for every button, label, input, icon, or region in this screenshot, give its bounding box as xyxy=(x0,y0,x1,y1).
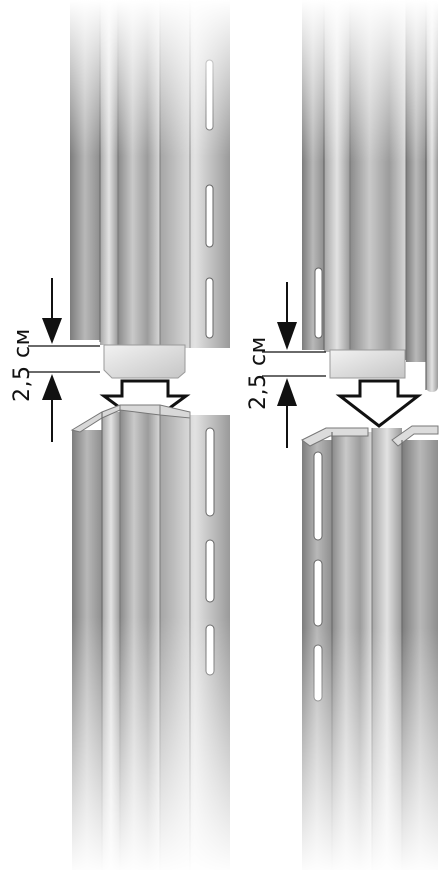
right-upper-profile xyxy=(300,0,440,392)
left-lower-profile xyxy=(70,404,232,875)
left-cap-piece xyxy=(103,344,186,379)
right-dimension-marker xyxy=(262,282,326,448)
right-gap-dimension-label: 2,5 см xyxy=(246,336,271,410)
left-upper-profile xyxy=(70,0,230,348)
right-insert-arrow xyxy=(335,379,423,428)
left-gap-dimension-label: 2,5 см xyxy=(10,328,35,402)
left-dimension-marker xyxy=(28,278,100,442)
right-lower-profile xyxy=(300,425,440,875)
right-cap-piece xyxy=(329,349,406,379)
